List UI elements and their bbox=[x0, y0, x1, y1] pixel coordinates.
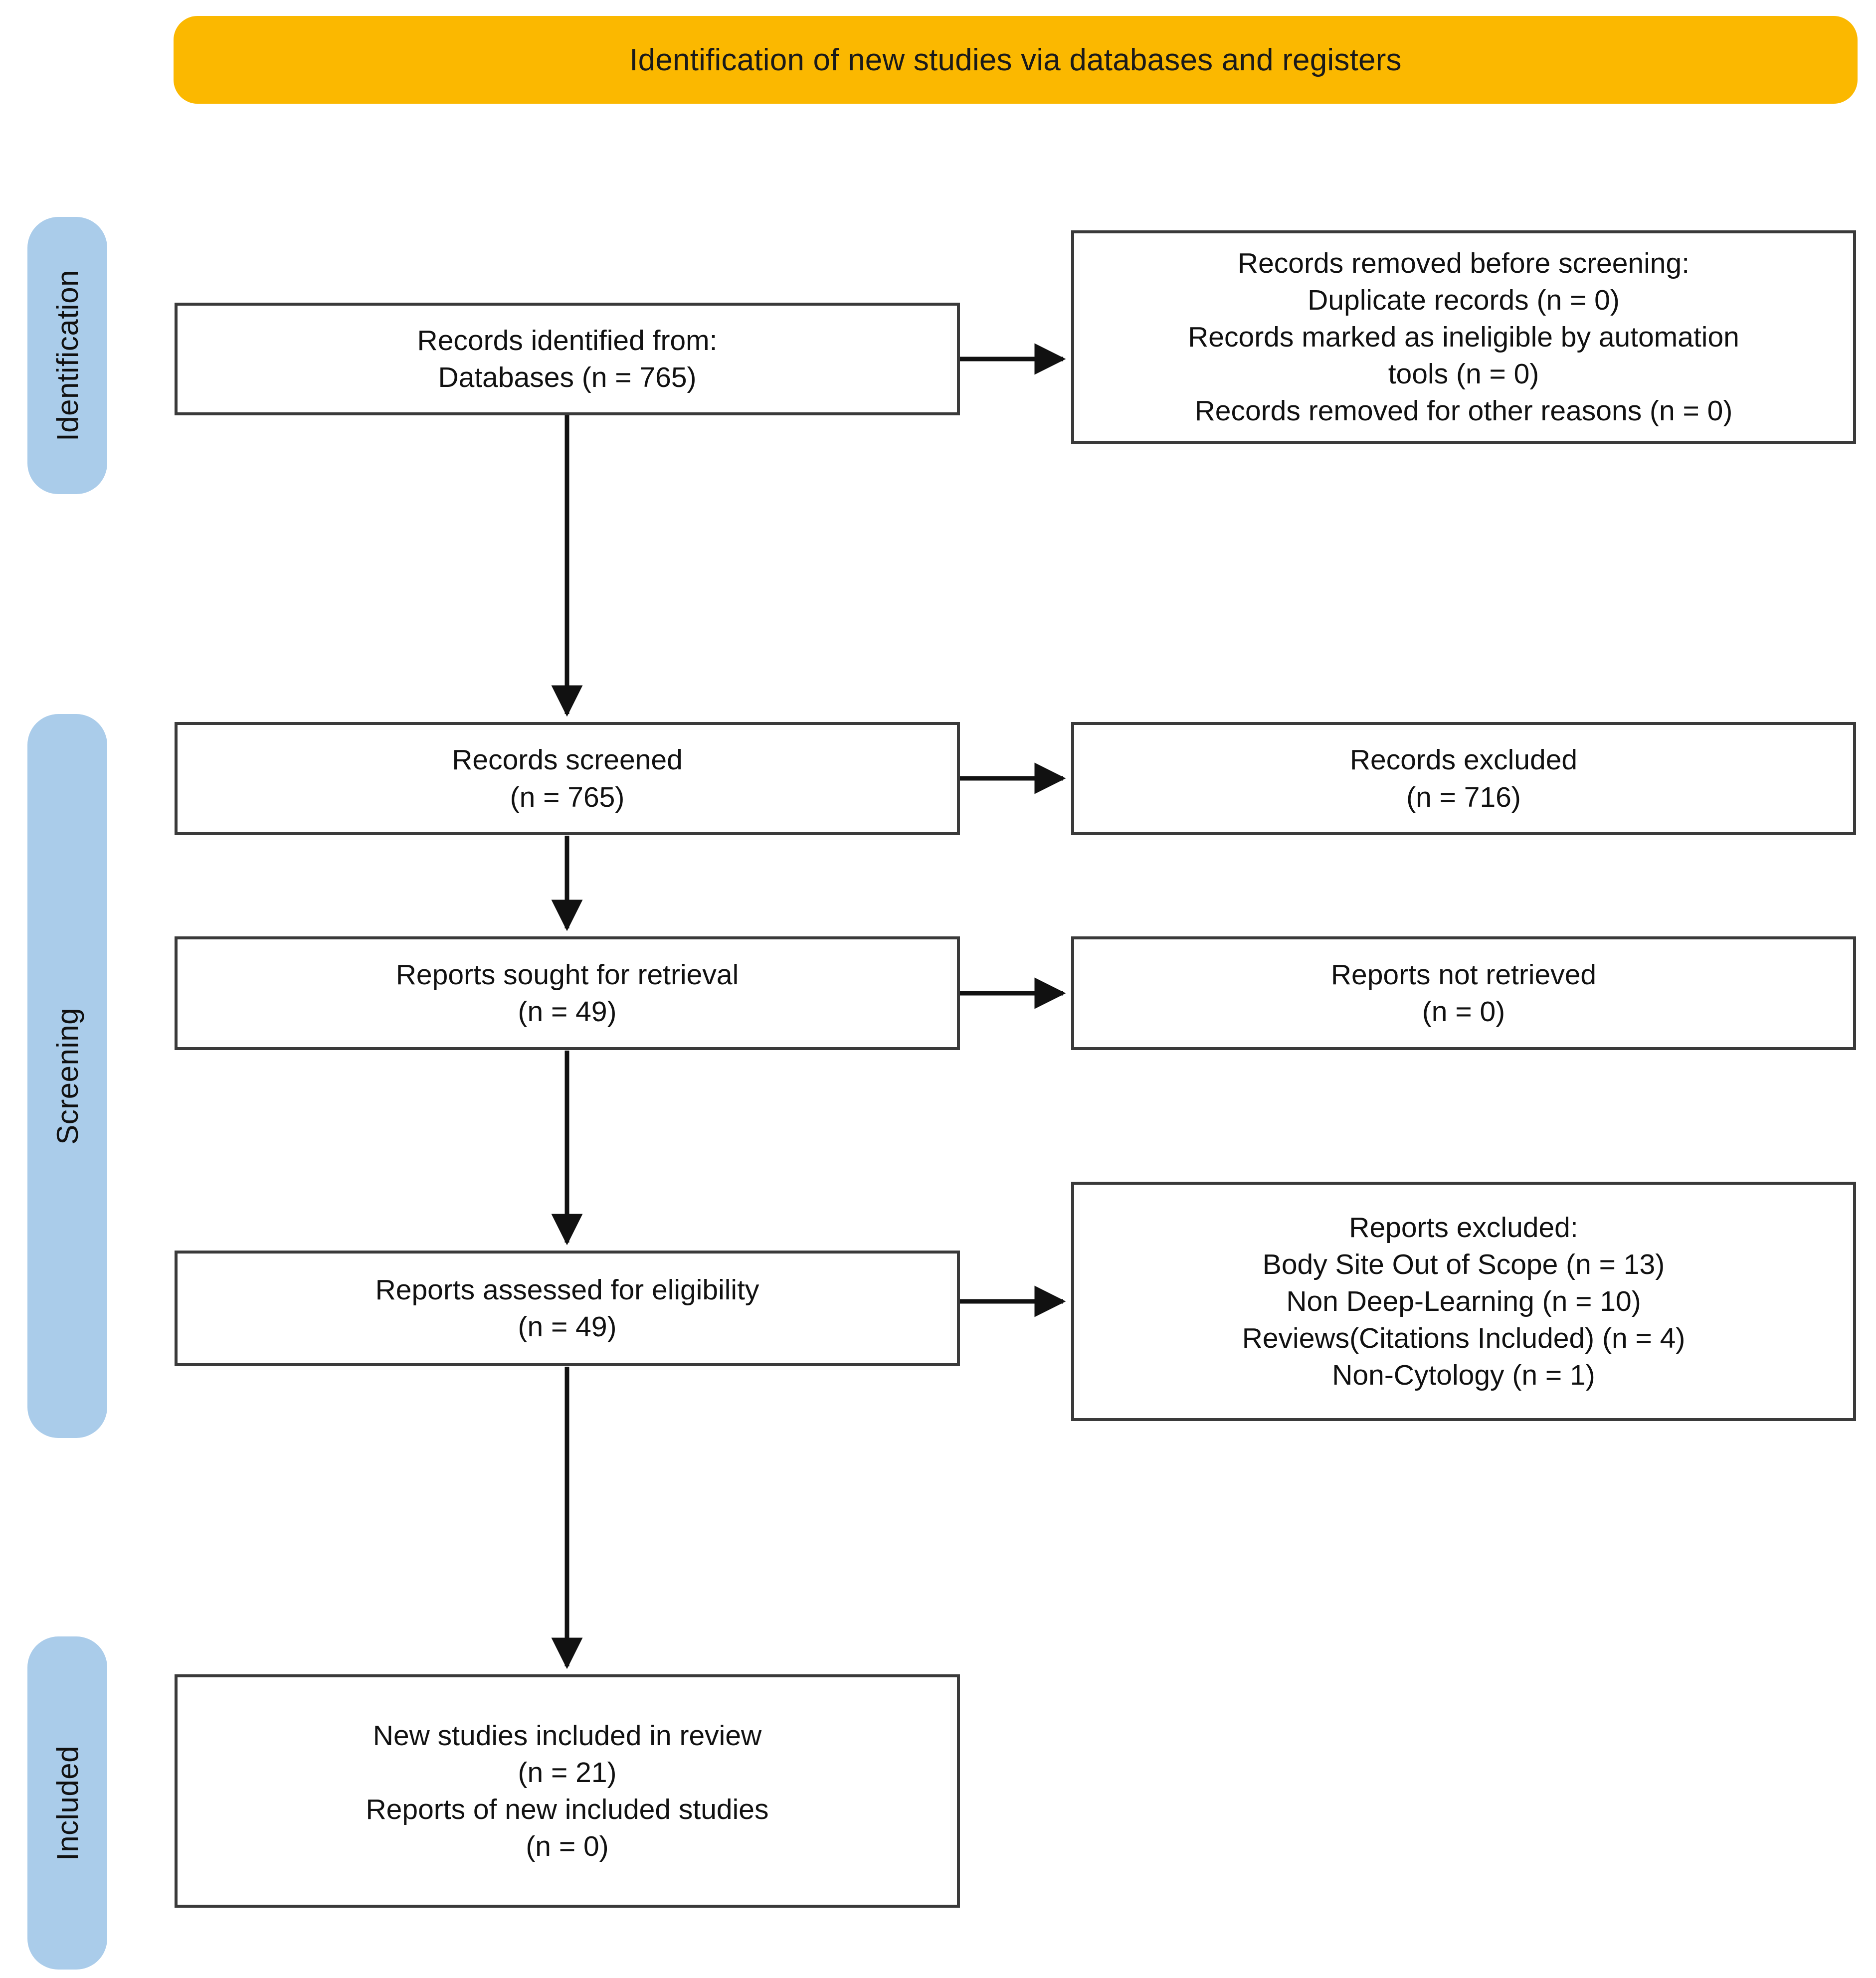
box-reports-not-retrieved: Reports not retrieved (n = 0) bbox=[1071, 936, 1856, 1050]
box-line: Non Deep-Learning (n = 10) bbox=[1286, 1285, 1641, 1317]
box-line: Reports sought for retrieval bbox=[395, 958, 739, 991]
box-line: Reports assessed for eligibility bbox=[375, 1273, 759, 1306]
box-line: Reports excluded: bbox=[1349, 1211, 1578, 1244]
box-line: (n = 716) bbox=[1406, 781, 1521, 813]
box-line: Records screened bbox=[452, 744, 683, 776]
box-records-removed-before-screening: Records removed before screening: Duplic… bbox=[1071, 230, 1856, 444]
box-line: Records removed before screening: bbox=[1237, 247, 1690, 279]
diagram-title: Identification of new studies via databa… bbox=[629, 42, 1402, 77]
box-records-excluded: Records excluded (n = 716) bbox=[1071, 722, 1856, 835]
box-line: (n = 765) bbox=[510, 781, 625, 813]
stage-label-screening: Screening bbox=[50, 1007, 84, 1145]
box-line: Records excluded bbox=[1349, 744, 1578, 776]
box-line: (n = 0) bbox=[1422, 996, 1505, 1028]
box-reports-excluded: Reports excluded: Body Site Out of Scope… bbox=[1071, 1182, 1856, 1421]
box-line: Databases (n = 765) bbox=[438, 361, 697, 393]
box-new-studies-included: New studies included in review (n = 21) … bbox=[175, 1674, 960, 1908]
box-records-screened: Records screened (n = 765) bbox=[175, 722, 960, 835]
box-line: Reports not retrieved bbox=[1330, 958, 1597, 991]
stage-tab-included: Included bbox=[27, 1636, 107, 1970]
box-line: New studies included in review bbox=[373, 1719, 762, 1752]
box-line: Records marked as ineligible by automati… bbox=[1188, 321, 1739, 353]
stage-label-identification: Identification bbox=[50, 270, 84, 441]
box-line: Non-Cytology (n = 1) bbox=[1332, 1359, 1595, 1392]
box-line: Records removed for other reasons (n = 0… bbox=[1194, 395, 1733, 427]
box-line: Reports of new included studies bbox=[366, 1794, 769, 1825]
box-line: Body Site Out of Scope (n = 13) bbox=[1262, 1248, 1665, 1280]
diagram-title-banner: Identification of new studies via databa… bbox=[174, 16, 1858, 104]
box-line: Reviews(Citations Included) (n = 4) bbox=[1242, 1322, 1686, 1355]
box-line: (n = 21) bbox=[518, 1756, 617, 1789]
stage-tab-identification: Identification bbox=[27, 217, 107, 494]
box-line: (n = 49) bbox=[518, 1311, 617, 1343]
box-line: Records identified from: bbox=[417, 324, 718, 357]
box-records-identified: Records identified from: Databases (n = … bbox=[175, 303, 960, 415]
stage-label-included: Included bbox=[50, 1745, 84, 1861]
box-line: Duplicate records (n = 0) bbox=[1308, 284, 1620, 316]
box-reports-sought-for-retrieval: Reports sought for retrieval (n = 49) bbox=[175, 936, 960, 1050]
box-line: (n = 49) bbox=[518, 996, 617, 1028]
box-line: tools (n = 0) bbox=[1388, 358, 1539, 390]
box-reports-assessed-for-eligibility: Reports assessed for eligibility (n = 49… bbox=[175, 1251, 960, 1366]
box-line: (n = 0) bbox=[526, 1830, 609, 1863]
stage-tab-screening: Screening bbox=[27, 714, 107, 1438]
